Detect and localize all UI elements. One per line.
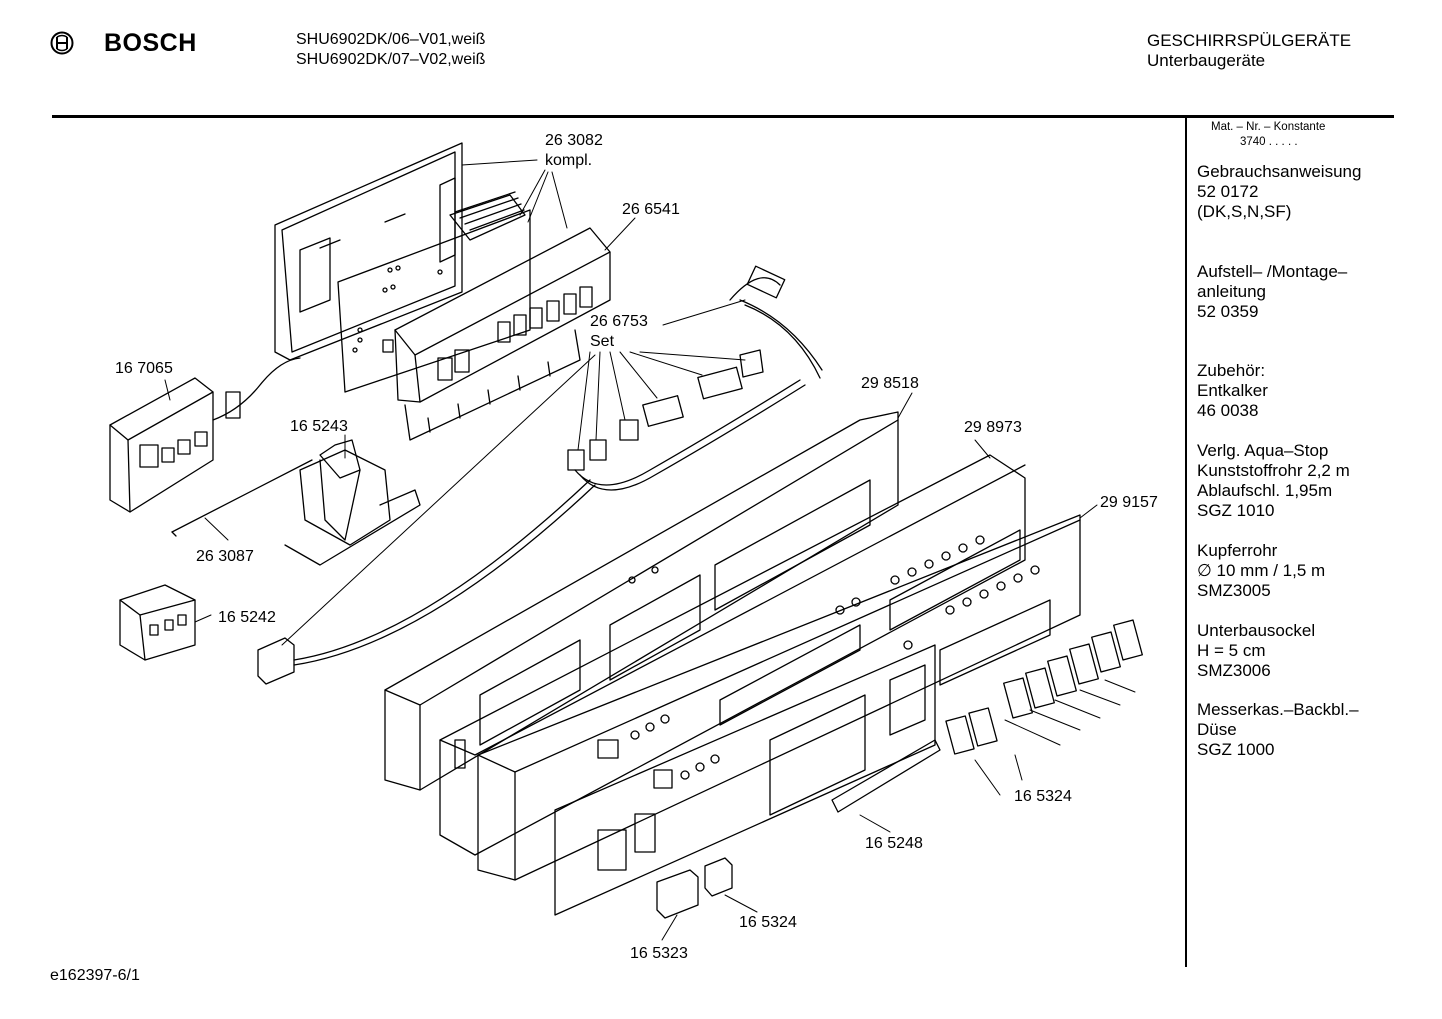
main-switch [109,357,301,513]
front-cover [477,514,1081,881]
part-label: 29 8973 [964,419,1022,436]
control-module-frame [274,142,463,361]
sidebar-line: 52 0359 [1197,302,1259,321]
panel-frame [384,411,899,791]
push-button-set [945,619,1143,755]
sidebar-line: Verlg. Aqua–Stop [1197,441,1329,460]
sidebar-line: anleitung [1197,282,1267,301]
part-label: 16 5242 [218,609,276,626]
sidebar-line: SMZ3006 [1197,661,1271,680]
trim-strip [831,739,941,813]
sidebar-line: 52 0172 [1197,182,1259,201]
part-label: 26 3082 [545,132,603,149]
leader-lines [164,159,1136,941]
part-label: 29 9157 [1100,494,1158,511]
part-label: 16 5323 [630,945,688,962]
sidebar-line: 46 0038 [1197,401,1259,420]
part-label-note: kompl. [545,152,592,169]
sidebar-line: Unterbausockel [1197,621,1316,640]
sidebar-line: SMZ3005 [1197,581,1271,600]
part-label: 26 3087 [196,548,254,565]
part-label: 16 5324 [739,914,797,931]
model-line-1: SHU6902DK/06–V01,weiß [296,31,486,48]
sidebar-line: Entkalker [1197,381,1268,400]
brand-name: BOSCH [104,29,197,57]
category-title: GESCHIRRSPÜLGERÄTE [1147,31,1352,50]
part-labels: 26 3082 kompl. 26 6541 26 6753 Set 16 70… [115,132,1158,962]
sidebar-line: Gebrauchsanweisung [1197,162,1362,181]
sidebar-line: Zubehör: [1197,361,1266,380]
circuit-board [337,191,531,393]
part-label-note: Set [590,333,615,350]
terminal-block [119,584,196,661]
sidebar-line: Ablaufschl. 1,95m [1197,481,1333,500]
part-label: 26 6753 [590,313,648,330]
front-panel [439,454,1026,856]
exploded-view-drawing: 26 3082 kompl. 26 6541 26 6753 Set 16 70… [109,132,1158,962]
sidebar-line: Aufstell– /Montage– [1197,262,1348,281]
wiring-harness [567,265,823,491]
sidebar-line: Düse [1197,720,1237,739]
header-divider [52,115,1394,118]
matno-title: Mat. – Nr. – Konstante [1211,121,1326,133]
category-subtitle: Unterbaugeräte [1147,51,1266,70]
sidebar-line: (DK,S,N,SF) [1197,202,1292,221]
part-label: 16 7065 [115,360,173,377]
matno-value: 3740 . . . . . [1240,136,1298,148]
part-label: 16 5243 [290,418,348,435]
sidebar-line: SGZ 1010 [1197,501,1275,520]
sidebar-divider [1185,117,1187,967]
drawing-id: e162397-6/1 [50,967,140,984]
sidebar-line: SGZ 1000 [1197,740,1275,759]
sidebar-line: H = 5 cm [1197,641,1266,660]
part-label: 16 5324 [1014,788,1072,805]
sidebar-line: ∅ 10 mm / 1,5 m [1197,561,1326,580]
part-label: 16 5248 [865,835,923,852]
sidebar-line: Kunststoffrohr 2,2 m [1197,461,1350,480]
harness-connector [257,479,596,685]
part-label: 26 6541 [622,201,680,218]
part-label: 29 8518 [861,375,919,392]
cover-plate [554,644,936,916]
rod-part [171,459,313,533]
sidebar-line: Messerkas.–Backbl.– [1197,700,1359,719]
model-line-2: SHU6902DK/07–V02,weiß [296,51,486,68]
bosch-logo-icon [50,31,74,55]
bracket-part [284,439,421,566]
display-module [394,227,611,441]
sidebar-line: Kupferrohr [1197,541,1278,560]
small-buttons [656,857,733,919]
